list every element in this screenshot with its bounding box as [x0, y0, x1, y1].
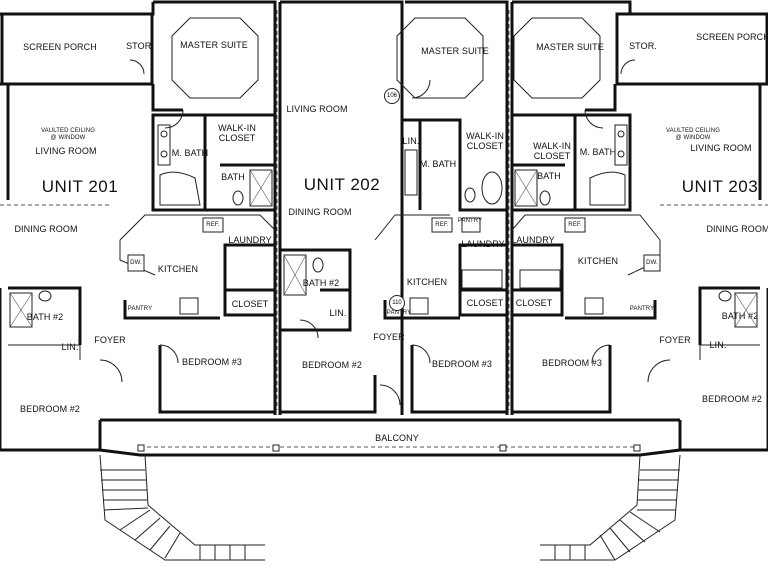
unit-202-living-room-label: LIVING ROOM [286, 104, 348, 114]
unit-202-kitchen-label: KITCHEN [406, 277, 448, 287]
unit-201-bath-label: BATH [221, 172, 245, 182]
unit-203-kitchen-label: KITCHEN [577, 256, 619, 266]
unit-203-vaulted-ceiling-label: VAULTED CEILING @ WINDOW [666, 128, 720, 141]
unit-202-dining-room-label: DINING ROOM [288, 207, 352, 217]
unit-203-screen-porch-label: SCREEN PORCH [696, 32, 768, 42]
unit-202-foyer-label: FOYER [373, 332, 405, 342]
unit-201-ref-label: REF. [206, 222, 220, 228]
interior-walls [8, 113, 760, 360]
unit-203-foyer-label: FOYER [659, 335, 691, 345]
unit-201-master-suite-label: MASTER SUITE [180, 40, 248, 50]
unit-203-bedroom2-label: BEDROOM #2 [701, 394, 763, 404]
unit-203-walk-in-closet-label: WALK-IN CLOSET [533, 141, 571, 161]
exterior-walls [0, 0, 768, 452]
unit-203-dw-label: DW. [646, 260, 658, 266]
unit-201-dining-room-label: DINING ROOM [14, 224, 78, 234]
unit-202-bedroom3-label: BEDROOM #3 [431, 359, 493, 369]
unit-202-pantry-label-2: PANTRY [386, 310, 412, 316]
corridor-dashes [0, 10, 768, 410]
unit-202-lin-label-2: LIN. [329, 308, 347, 318]
unit-203-label: UNIT 203 [681, 177, 759, 196]
unit-201-dw-label: DW. [130, 260, 142, 266]
unit-201-vaulted-ceiling-label: VAULTED CEILING @ WINDOW [41, 128, 95, 141]
unit-201-closet-label: CLOSET [231, 299, 269, 309]
balcony [98, 418, 682, 457]
unit-201-living-room-label: LIVING ROOM [35, 146, 97, 156]
unit-203-ref-label: REF. [568, 222, 582, 228]
unit-203-bath-label: BATH [537, 171, 561, 181]
unit-203-living-room-label: LIVING ROOM [690, 143, 752, 153]
unit-201-bedroom3-label: BEDROOM #3 [181, 357, 243, 367]
unit-203-m-bath-label: M. BATH [579, 147, 617, 157]
doors [99, 59, 671, 406]
unit-201-screen-porch-label: SCREEN PORCH [23, 42, 97, 52]
unit-203-dining-room-label: DINING ROOM [706, 224, 768, 234]
unit-201-m-bath-label: M. BATH [171, 148, 209, 158]
unit-203-bath2-label: BATH #2 [721, 311, 759, 321]
unit-201-bath2-label: BATH #2 [26, 312, 64, 322]
unit-203-bedroom3-label: BEDROOM #3 [541, 358, 603, 368]
master-suite-ceilings [171, 17, 601, 99]
unit-203-closet-label: CLOSET [515, 298, 553, 308]
unit-203-lin-label: LIN. [709, 340, 727, 350]
left-stair [99, 454, 265, 561]
unit-202-bedroom2-label: BEDROOM #2 [301, 360, 363, 370]
unit-202-label: UNIT 202 [303, 175, 381, 194]
unit-202-master-suite-label: MASTER SUITE [421, 46, 489, 56]
unit-201-bedroom2-label: BEDROOM #2 [19, 404, 81, 414]
unit-201-foyer-label: FOYER [94, 335, 126, 345]
unit-201-pantry-label: PANTRY [127, 306, 153, 312]
unit-201-laundry-label: LAUNDRY [228, 235, 272, 245]
unit-202-bath2-label: BATH #2 [302, 278, 340, 288]
unit-201-label: UNIT 201 [41, 177, 119, 196]
unit-202-m-bath-label: M. BATH [419, 159, 457, 169]
unit-202-pantry-label: PANTRY [457, 218, 483, 224]
unit-201-stor-label: STOR. [126, 41, 154, 51]
balcony-label: BALCONY [375, 433, 419, 443]
unit-202-walk-in-closet-label: WALK-IN CLOSET [466, 131, 504, 151]
unit-202-laundry-label: LAUNDRY [461, 239, 505, 249]
unit-203-pantry-label: PANTRY [629, 306, 655, 312]
unit-201-kitchen-label: KITCHEN [157, 264, 199, 274]
tag-110: 110 [389, 295, 405, 311]
kitchen-appliances [127, 217, 661, 315]
plumbing-fixtures [9, 124, 758, 328]
unit-203-master-suite-label: MASTER SUITE [536, 42, 604, 52]
right-stair [540, 454, 681, 561]
unit-202-ref-label: REF. [435, 222, 449, 228]
unit-203-laundry-label: LAUNDRY [511, 235, 555, 245]
unit-201-lin-label: LIN. [61, 342, 79, 352]
unit-202-lin-label: LIN. [402, 136, 420, 146]
unit-201-walk-in-closet-label: WALK-IN CLOSET [218, 123, 256, 143]
tag-106: 106 [384, 88, 400, 104]
unit-202-closet-label: CLOSET [466, 298, 504, 308]
unit-203-stor-label: STOR. [629, 41, 657, 51]
